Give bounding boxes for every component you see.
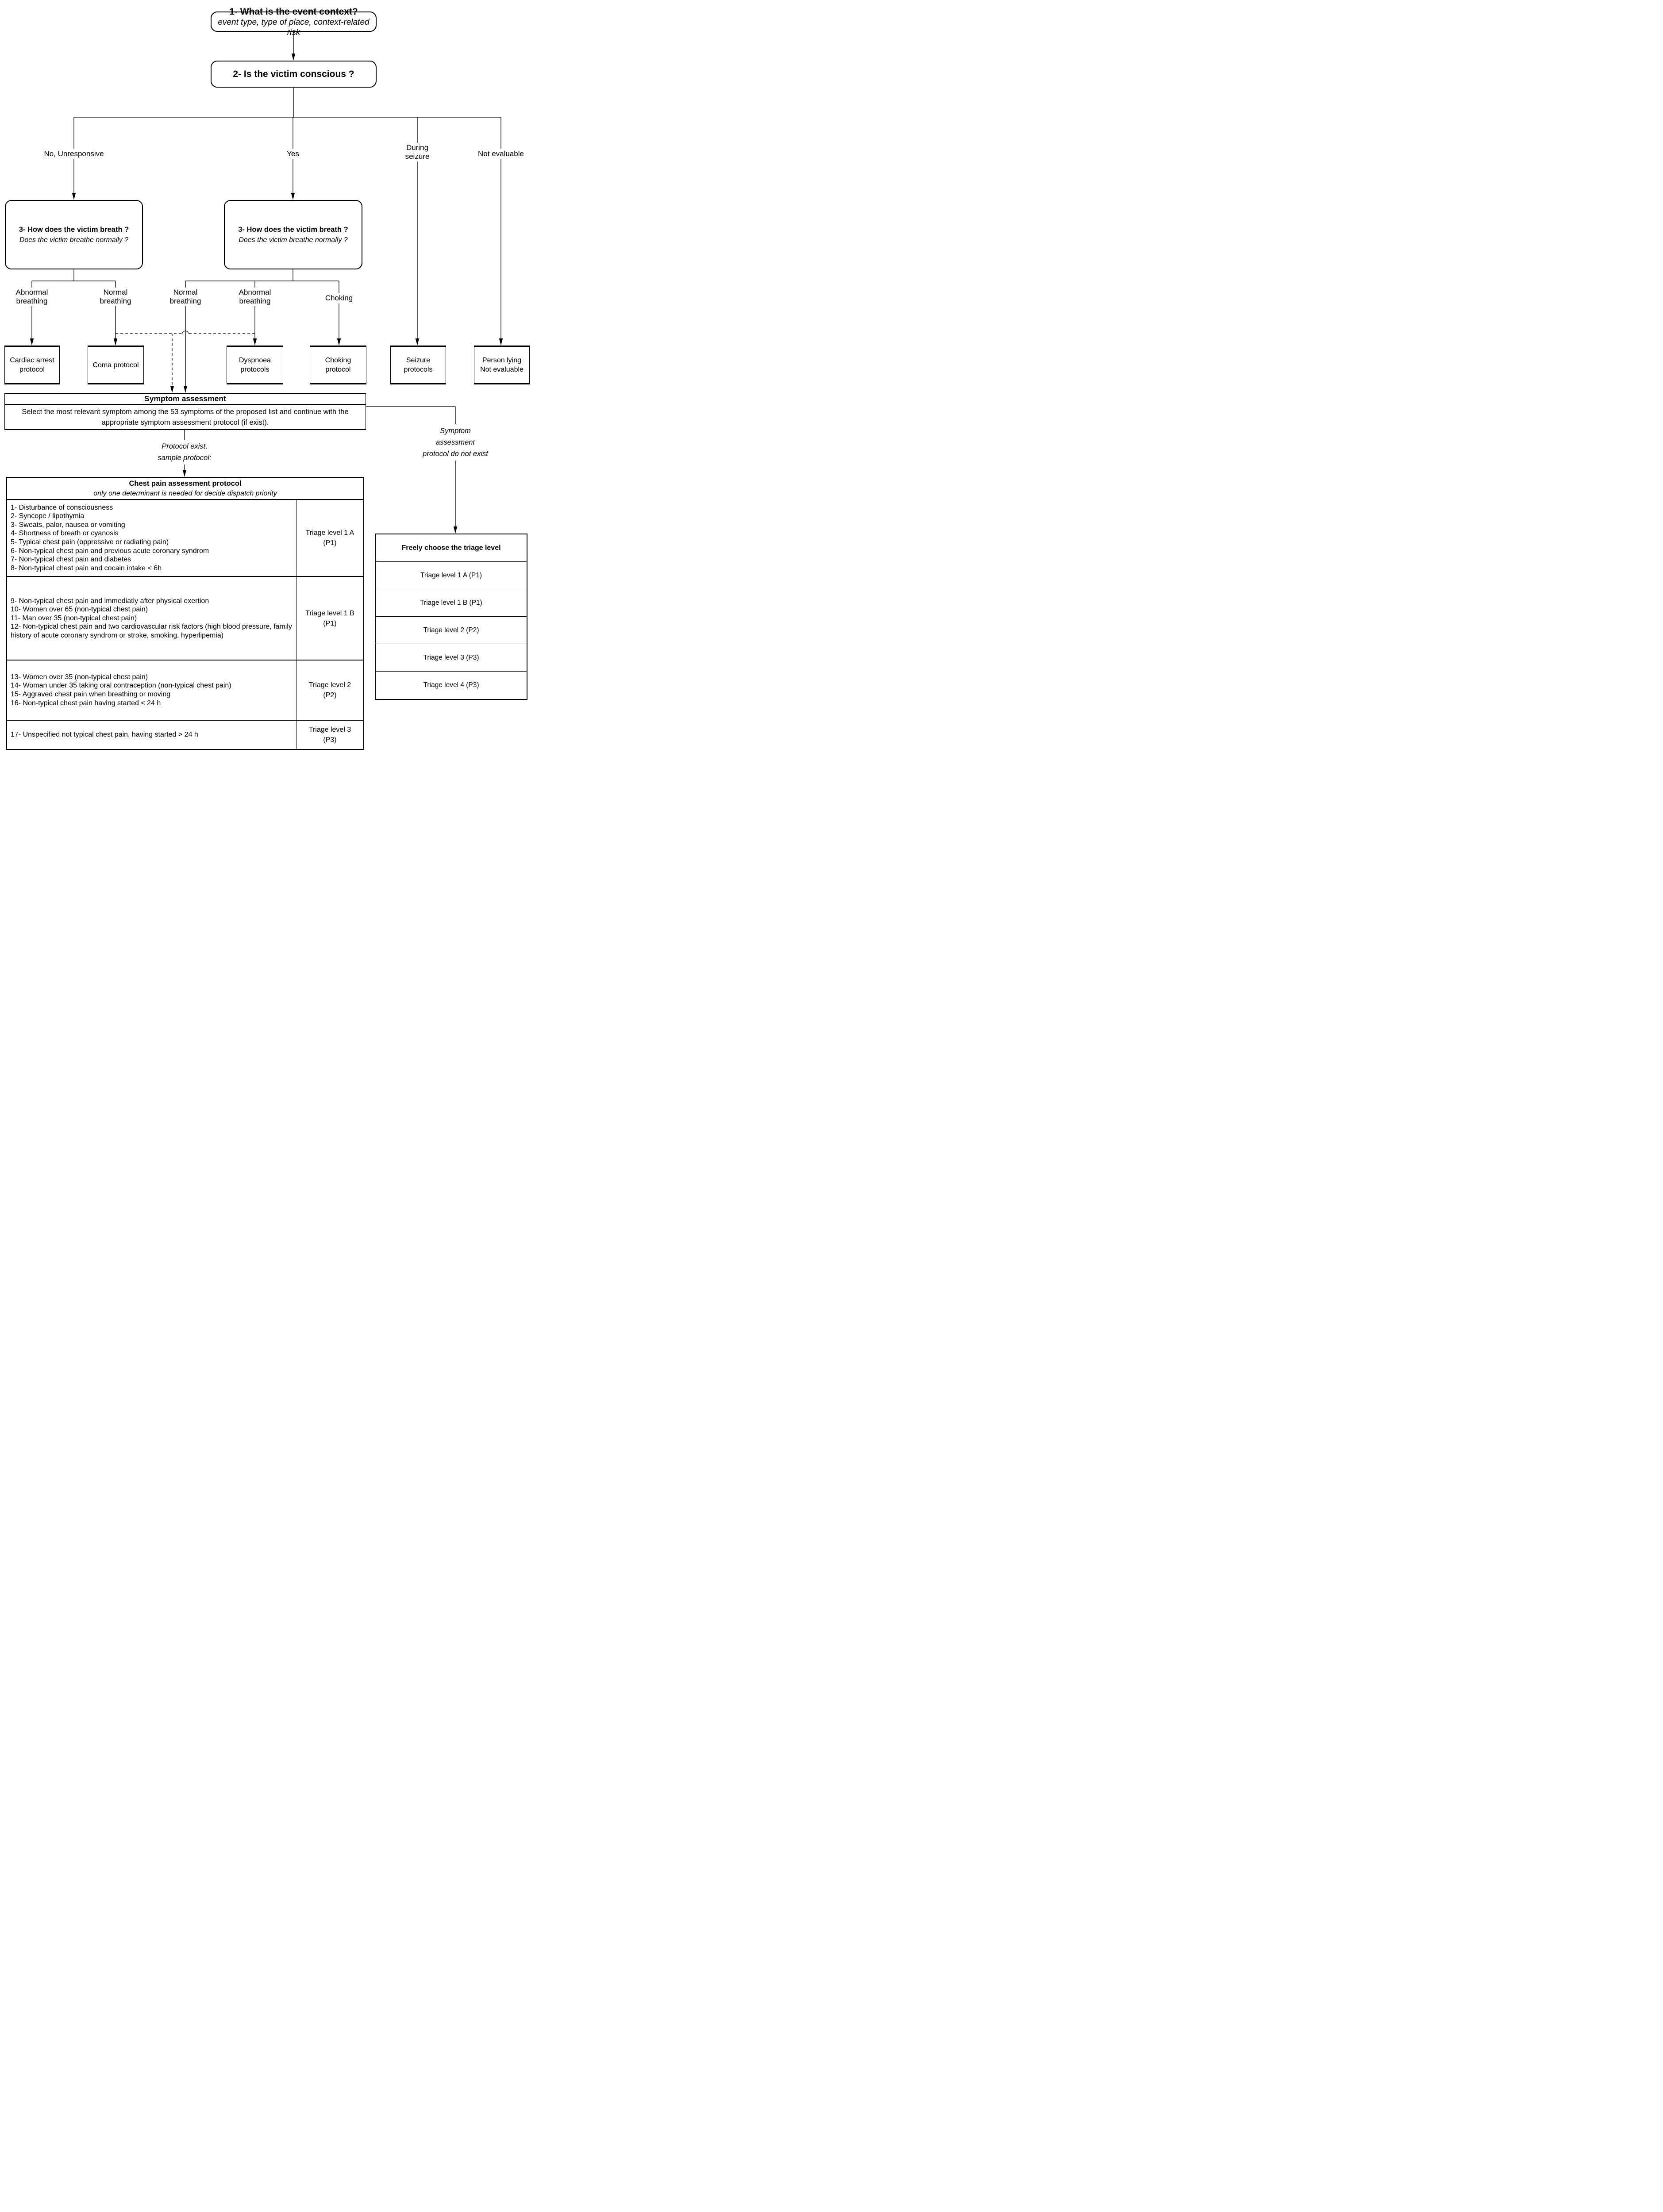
list-item: 3- Sweats, palor, nausea or vomiting xyxy=(11,521,125,529)
arrowhead-symptom-dashed xyxy=(170,386,174,393)
node-victim-conscious: 2- Is the victim conscious ? xyxy=(211,61,377,88)
list-item: 16- Non-typical chest pain having starte… xyxy=(11,699,161,707)
list-item: 8- Non-typical chest pain and cocain int… xyxy=(11,564,162,572)
arrowhead-q3-right xyxy=(291,193,295,200)
arrowhead-freely-table xyxy=(453,526,458,534)
freely-choose-options: Triage level 1 A (P1)Triage level 1 B (P… xyxy=(376,562,527,699)
list-item: Triage level 1 B (P1) xyxy=(376,589,527,617)
node-breath-left: 3- How does the victim breath ? Does the… xyxy=(5,200,143,269)
arrowhead-person-lying xyxy=(499,338,503,346)
freely-choose-table: Freely choose the triage level Triage le… xyxy=(375,534,527,700)
node-event-context: 1- What is the event context? event type… xyxy=(211,7,377,37)
determinants-1b: 9- Non-typical chest pain and immediatly… xyxy=(7,577,296,660)
list-item: 13- Women over 35 (non-typical chest pai… xyxy=(11,673,148,681)
node-event-context-subtitle: event type, type of place, context-relat… xyxy=(218,17,370,37)
determinants-2: 13- Women over 35 (non-typical chest pai… xyxy=(7,661,296,720)
node-symptom-assessment: Symptom assessment Select the most relev… xyxy=(4,393,366,430)
symptom-assessment-title: Symptom assessment xyxy=(5,394,366,405)
freely-choose-title: Freely choose the triage level xyxy=(376,534,527,562)
list-item: 7- Non-typical chest pain and diabetes xyxy=(11,556,131,564)
label-no-protocol: Symptom assessment protocol do not exist xyxy=(417,424,493,461)
list-item: 14- Woman under 35 taking oral contracep… xyxy=(11,682,231,690)
label-branch-seizure: During seizure xyxy=(399,143,436,161)
list-item: 5- Typical chest pain (oppressive or rad… xyxy=(11,538,169,546)
table-row: 17- Unspecified not typical chest pain, … xyxy=(7,721,363,749)
arrowhead-symptom-solid xyxy=(183,386,188,393)
chest-pain-table-header: Chest pain assessment protocol only one … xyxy=(7,478,363,500)
node-coma-protocol: Coma protocol xyxy=(88,346,144,384)
node-choking-protocol: Choking protocol xyxy=(310,346,366,384)
node-breath-right: 3- How does the victim breath ? Does the… xyxy=(224,200,362,269)
triage-level-cell: Triage level 2 (P2) xyxy=(296,661,363,720)
arrowhead-coma xyxy=(113,338,118,346)
arrowhead-q2 xyxy=(291,54,296,61)
node-victim-conscious-title: 2- Is the victim conscious ? xyxy=(233,69,354,79)
label-normal-breathing-left: Normal breathing xyxy=(97,288,134,306)
node-breath-left-title: 3- How does the victim breath ? xyxy=(19,225,129,234)
list-item: Triage level 3 (P3) xyxy=(376,644,527,672)
arrowhead-seizure-protocols xyxy=(415,338,420,346)
node-seizure-protocols: Seizure protocols xyxy=(390,346,446,384)
table-row: 13- Women over 35 (non-typical chest pai… xyxy=(7,661,363,721)
dashed-bar-hop xyxy=(181,330,189,334)
list-item: 11- Man over 35 (non-typical chest pain) xyxy=(11,614,137,622)
list-item: Triage level 4 (P3) xyxy=(423,681,479,689)
node-person-lying: Person lying Not evaluable xyxy=(474,346,530,384)
list-item: 10- Women over 65 (non-typical chest pai… xyxy=(11,606,148,614)
chest-pain-table-subtitle: only one determinant is needed for decid… xyxy=(93,489,277,497)
list-item: 4- Shortness of breath or cyanosis xyxy=(11,530,119,538)
list-item: 15- Aggraved chest pain when breathing o… xyxy=(11,691,171,698)
node-breath-left-subtitle: Does the victim breathe normally ? xyxy=(19,236,129,244)
node-dyspnoea-protocols: Dyspnoea protocols xyxy=(227,346,283,384)
label-abnormal-breathing-left: Abnormal breathing xyxy=(13,288,50,306)
triage-level-cell: Triage level 1 B (P1) xyxy=(296,577,363,660)
list-item: 12- Non-typical chest pain and two cardi… xyxy=(11,623,292,639)
chest-pain-table-title: Chest pain assessment protocol xyxy=(129,479,242,488)
label-normal-breathing-right: Normal breathing xyxy=(167,288,204,306)
label-protocol-exist: Protocol exist, sample protocol: xyxy=(155,440,214,465)
node-event-context-title: 1- What is the event context? xyxy=(229,6,358,17)
label-branch-yes: Yes xyxy=(285,149,301,159)
label-branch-no: No, Unresponsive xyxy=(42,149,106,159)
triage-flowchart: 1- What is the event context? event type… xyxy=(0,0,531,751)
triage-level-cell: Triage level 1 A (P1) xyxy=(296,500,363,576)
list-item: 2- Syncope / lipothymia xyxy=(11,512,85,520)
triage-level-cell: Triage level 3 (P3) xyxy=(296,721,363,749)
arrowhead-q3-left xyxy=(72,193,76,200)
chest-pain-table: Chest pain assessment protocol only one … xyxy=(6,477,364,750)
list-item: 9- Non-typical chest pain and immediatly… xyxy=(11,597,209,605)
node-breath-right-subtitle: Does the victim breathe normally ? xyxy=(239,236,348,244)
list-item: 17- Unspecified not typical chest pain, … xyxy=(11,731,198,739)
node-cardiac-arrest-protocol: Cardiac arrest protocol xyxy=(4,346,60,384)
label-abnormal-breathing-right: Abnormal breathing xyxy=(236,288,273,306)
list-item: Triage level 1 A (P1) xyxy=(376,562,527,589)
node-breath-right-title: 3- How does the victim breath ? xyxy=(238,225,348,234)
arrowhead-dyspnoea xyxy=(253,338,257,346)
arrowhead-cardiac-arrest xyxy=(30,338,34,346)
list-item: 1- Disturbance of consciousness xyxy=(11,503,113,511)
list-item: Triage level 2 (P2) xyxy=(376,617,527,644)
arrowhead-chest-table xyxy=(182,470,187,477)
label-choking: Choking xyxy=(323,293,355,303)
list-item: 6- Non-typical chest pain and previous a… xyxy=(11,547,209,555)
arrowhead-choking xyxy=(337,338,341,346)
symptom-assessment-body: Select the most relevant symptom among t… xyxy=(22,408,349,426)
table-row: 9- Non-typical chest pain and immediatly… xyxy=(7,577,363,661)
label-branch-not-evaluable: Not evaluable xyxy=(476,149,526,159)
determinants-3: 17- Unspecified not typical chest pain, … xyxy=(7,721,296,749)
